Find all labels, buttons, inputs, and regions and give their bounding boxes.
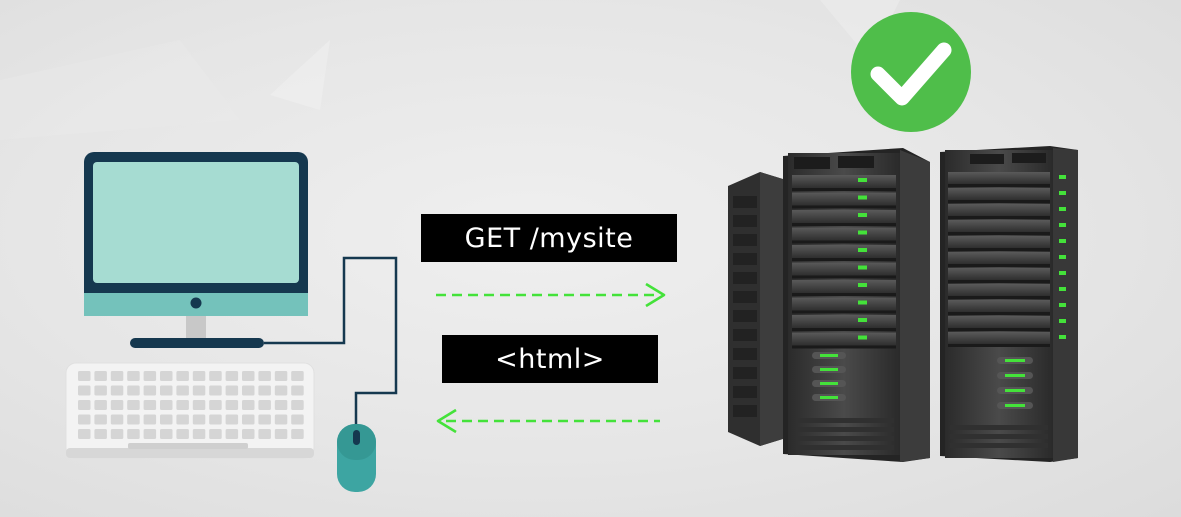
mouse-icon bbox=[337, 424, 376, 492]
response-label: <html> bbox=[442, 335, 658, 383]
checkmark-icon bbox=[851, 12, 971, 132]
request-label: GET /mysite bbox=[421, 214, 677, 262]
request-arrow bbox=[436, 282, 666, 308]
server-rack-icon bbox=[728, 146, 1078, 462]
response-arrow bbox=[436, 408, 660, 434]
background-shapes bbox=[0, 0, 900, 140]
cables bbox=[264, 256, 398, 425]
computer-monitor-icon bbox=[84, 152, 308, 348]
keyboard-icon bbox=[65, 362, 315, 459]
